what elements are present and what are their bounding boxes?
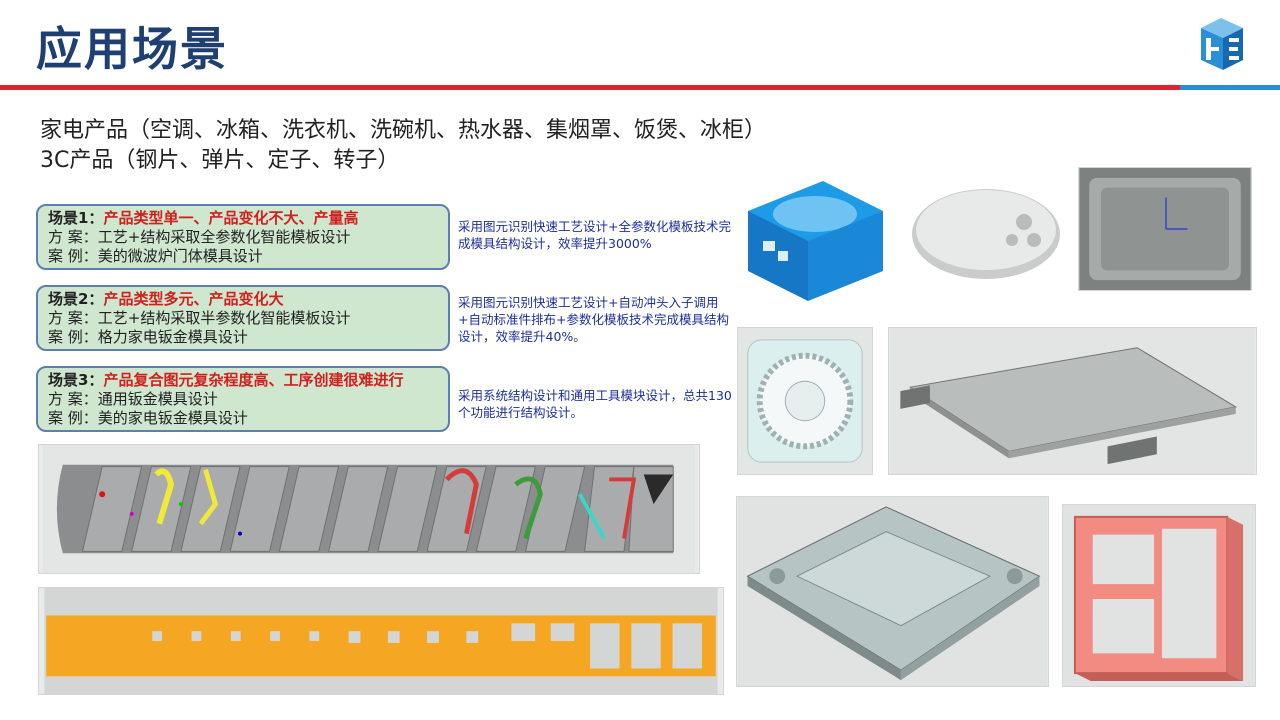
scene-2-plan: 方 案：工艺+结构采取半参数化智能模板设计 xyxy=(48,309,351,327)
tray-model-image xyxy=(736,496,1049,687)
header-divider-blue xyxy=(1180,85,1280,90)
scene-2-title: 场景2： xyxy=(48,290,104,308)
scene-3-description: 采用系统结构设计和通用工具模块设计，总共130个功能进行结构设计。 xyxy=(458,388,732,420)
chassis-plate-model-image xyxy=(888,327,1257,475)
stator-model-image xyxy=(737,327,873,475)
scene-3-case: 案 例：美的家电钣金模具设计 xyxy=(48,409,248,427)
intro-text: 家电产品（空调、冰箱、洗衣机、洗碗机、热水器、集烟罩、饭煲、冰柜） 3C产品（钢… xyxy=(40,116,766,176)
scene-1-description: 采用图元识别快速工艺设计+全参数化模板技术完成模具结构设计，效率提升3000% xyxy=(458,219,731,251)
scene-2-title-value: 产品类型多元、产品变化大 xyxy=(103,290,284,308)
microwave-door-model-image xyxy=(1078,167,1252,291)
scene-3-plan: 方 案：通用钣金模具设计 xyxy=(48,390,218,408)
scene-1-case: 案 例：美的微波炉门体模具设计 xyxy=(48,247,263,265)
scene-1-title: 场景1： xyxy=(48,209,104,227)
scene-1-title-value: 产品类型单一、产品变化不大、产量高 xyxy=(103,209,359,227)
scene-1-box: 场景1：产品类型单一、产品变化不大、产量高 方 案：工艺+结构采取全参数化智能模… xyxy=(36,204,450,270)
round-cover-model-image xyxy=(906,184,1066,290)
strip-layout-3d-image xyxy=(38,444,700,574)
intro-line-1: 家电产品（空调、冰箱、洗衣机、洗碗机、热水器、集烟罩、饭煲、冰柜） xyxy=(40,118,767,143)
scene-1-plan: 方 案：工艺+结构采取全参数化智能模板设计 xyxy=(48,228,351,246)
header-divider-red xyxy=(0,85,1180,90)
door-frame-model-image xyxy=(1062,504,1256,687)
strip-layout-2d-image xyxy=(38,587,724,695)
page-title: 应用场景 xyxy=(36,22,228,76)
intro-line-2: 3C产品（钢片、弹片、定子、转子） xyxy=(40,148,400,173)
scene-3-title-value: 产品复合图元复杂程度高、工序创建很难进行 xyxy=(103,371,404,389)
scene-2-box: 场景2：产品类型多元、产品变化大 方 案：工艺+结构采取半参数化智能模板设计 案… xyxy=(36,285,450,351)
ac-bracket-model-image xyxy=(743,166,893,306)
cube-logo-icon xyxy=(1201,18,1243,70)
scene-3-box: 场景3：产品复合图元复杂程度高、工序创建很难进行 方 案：通用钣金模具设计 案 … xyxy=(36,366,450,432)
scene-3-title: 场景3： xyxy=(48,371,104,389)
scene-2-case: 案 例：格力家电钣金模具设计 xyxy=(48,328,248,346)
scene-2-description: 采用图元识别快速工艺设计+自动冲头入子调用+自动标准件排布+参数化模板技术完成模… xyxy=(458,295,729,344)
